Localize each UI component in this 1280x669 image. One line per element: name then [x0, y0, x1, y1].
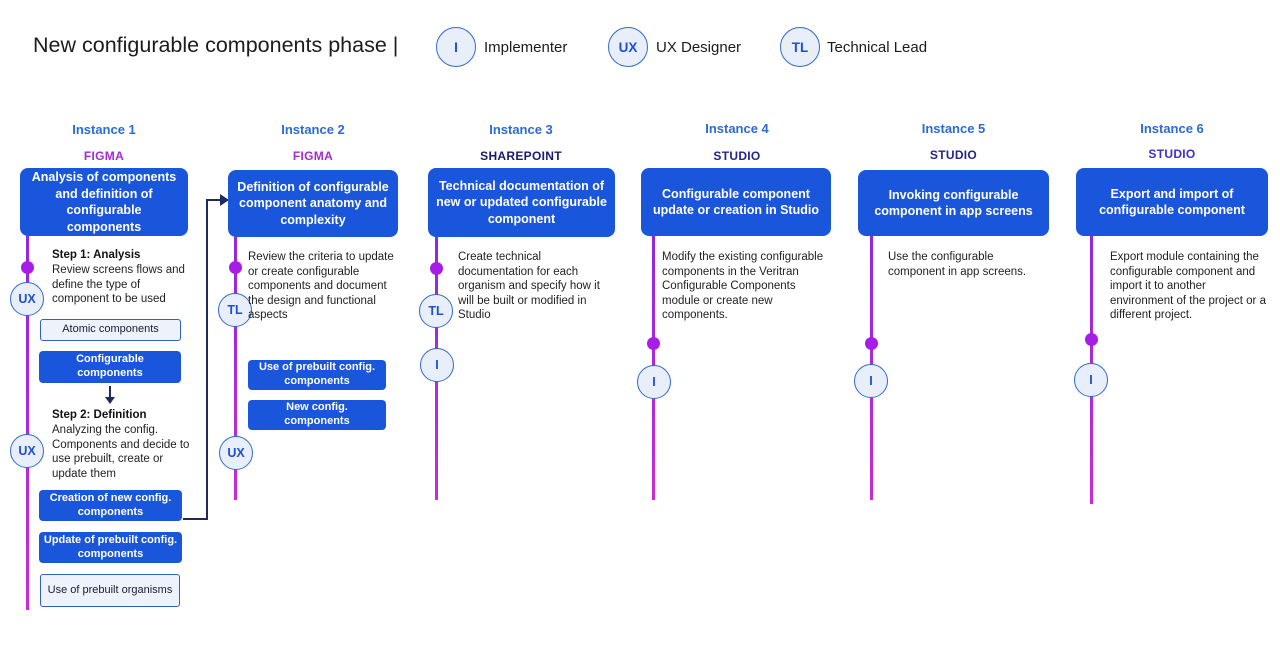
- instance-1-step2-body: Analyzing the config. Components and dec…: [52, 424, 190, 480]
- instance-1-step1-heading: Step 1: Analysis: [52, 249, 141, 261]
- connector-arrowhead-icon: [220, 194, 229, 206]
- instance-1-step1-body: Review screens flows and define the type…: [52, 264, 185, 305]
- technical-lead-badge-icon: TL: [780, 27, 820, 67]
- instance-3-header-box: Technical documentation of new or update…: [428, 168, 615, 237]
- instance-5-role-badge-i: I: [854, 364, 888, 398]
- instance-3-role-badge-i: I: [420, 348, 454, 382]
- instance-3-body: Create technical documentation for each …: [458, 251, 600, 321]
- connector-line-top: [206, 199, 222, 201]
- instance-2-role-badge-tl: TL: [218, 293, 252, 327]
- instance-5-milestone-dot: [865, 337, 878, 350]
- instance-6-title: Instance 6: [1140, 121, 1204, 136]
- update-prebuilt-config-box: Update of prebuilt config. components: [39, 532, 182, 563]
- instance-1-header-box: Analysis of components and definition of…: [20, 168, 188, 236]
- configurable-components-box: Configurable components: [39, 351, 181, 383]
- instance-4-body: Modify the existing configurable compone…: [662, 251, 824, 321]
- implementer-badge-icon: I: [436, 27, 476, 67]
- instance-4-title: Instance 4: [705, 121, 769, 136]
- connector-line-vertical: [206, 199, 208, 520]
- instance-2-role-badge-ux: UX: [219, 436, 253, 470]
- ux-designer-badge-icon: UX: [608, 27, 648, 67]
- page-title: New configurable components phase |: [33, 33, 399, 57]
- instance-2-milestone-dot: [229, 261, 242, 274]
- instance-1-role-badge-ux-2: UX: [10, 434, 44, 468]
- instance-3-milestone-dot: [430, 262, 443, 275]
- instance-1-tool-label: FIGMA: [83, 149, 125, 163]
- instance-5-title: Instance 5: [921, 121, 986, 136]
- instance-2-timeline-rail: [234, 237, 237, 500]
- legend-label-technical-lead: Technical Lead: [827, 39, 928, 56]
- instance-6-header-box: Export and import of configurable compon…: [1076, 168, 1268, 236]
- instance-4-role-badge-i: I: [637, 365, 671, 399]
- instance-6-milestone-dot: [1085, 333, 1098, 346]
- instance-4-tool-label: STUDIO: [713, 149, 761, 163]
- instance-1-title: Instance 1: [72, 122, 136, 137]
- legend-label-implementer: Implementer: [484, 39, 568, 56]
- instance-3-tool-label: SHAREPOINT: [480, 149, 562, 163]
- instance-3-role-badge-tl: TL: [419, 294, 453, 328]
- use-prebuilt-organisms-box: Use of prebuilt organisms: [40, 574, 180, 607]
- instance-6-role-badge-i: I: [1074, 363, 1108, 397]
- down-arrow-stem: [109, 386, 111, 398]
- legend-label-ux-designer: UX Designer: [656, 39, 742, 56]
- instance-5-header-box: Invoking configurable component in app s…: [858, 170, 1049, 236]
- creation-new-config-box: Creation of new config. components: [39, 490, 182, 521]
- atomic-components-box: Atomic components: [40, 319, 181, 341]
- instance-2-header-box: Definition of configurable component ana…: [228, 170, 398, 237]
- instance-1-milestone-dot: [21, 261, 34, 274]
- instance-2-tool-label: FIGMA: [292, 149, 334, 163]
- instance-1-timeline-rail: [26, 236, 29, 610]
- down-arrow-icon: [105, 397, 115, 404]
- instance-4-header-box: Configurable component update or creatio…: [641, 168, 831, 236]
- instance-5-body: Use the configurable component in app sc…: [888, 251, 1027, 278]
- connector-line-bottom: [183, 518, 208, 520]
- use-prebuilt-config-box: Use of prebuilt config. components: [248, 360, 386, 390]
- new-config-components-box: New config. components: [248, 400, 386, 430]
- instance-1-role-badge-ux-1: UX: [10, 282, 44, 316]
- instance-4-milestone-dot: [647, 337, 660, 350]
- instance-3-title: Instance 3: [489, 122, 553, 137]
- instance-6-tool-label: STUDIO: [1148, 147, 1196, 161]
- instance-5-tool-label: STUDIO: [929, 148, 978, 162]
- instance-2-body: Review the criteria to update or create …: [248, 251, 394, 321]
- instance-6-body: Export module containing the configurabl…: [1110, 251, 1266, 321]
- instance-1-step2-heading: Step 2: Definition: [52, 409, 147, 421]
- instance-2-title: Instance 2: [281, 122, 345, 137]
